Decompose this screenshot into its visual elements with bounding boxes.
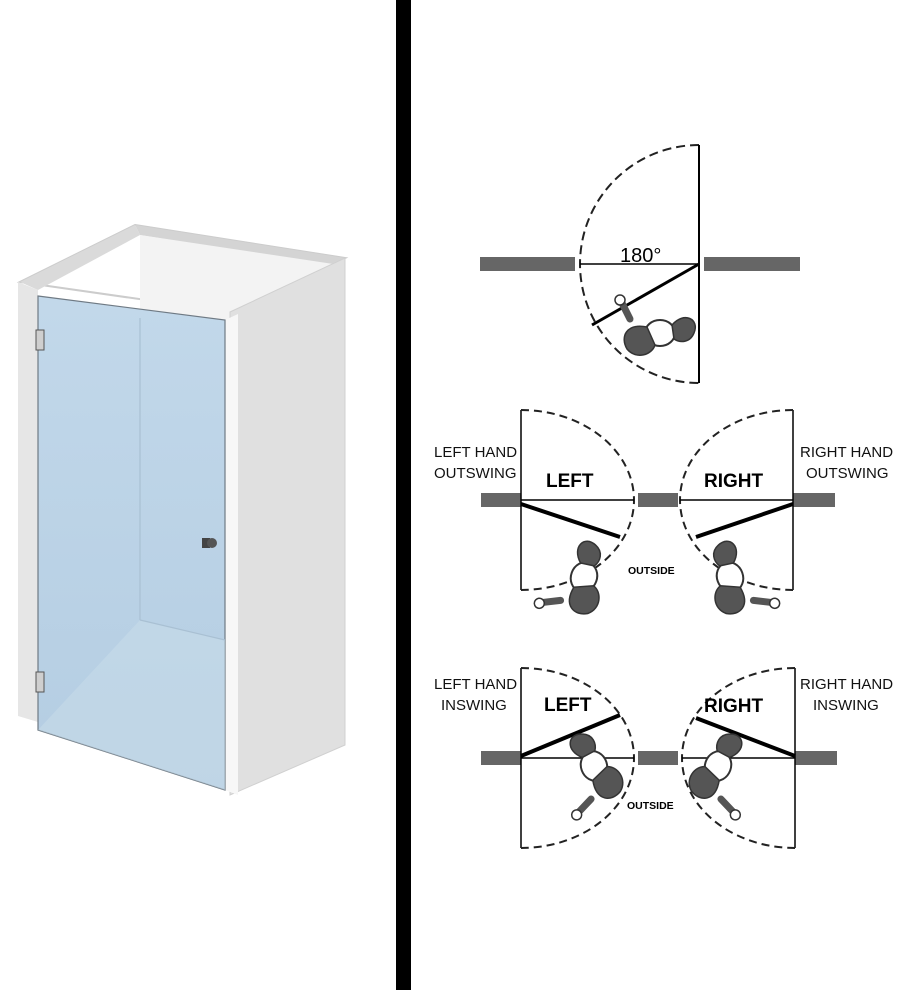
left-outswing-person-icon [533,531,617,627]
left-pillar [18,282,38,722]
bottom-hinge-icon [35,671,45,693]
diagram-180-degree: 180° [480,144,800,384]
top-hinge-icon [35,329,45,351]
panel-divider [396,0,411,990]
wall-right [704,257,800,271]
right-pillar [225,314,238,795]
angle-label: 180° [620,245,661,267]
outswing-wall-center [638,493,678,507]
left-outswing-word: LEFT [546,471,594,492]
left-inswing-word: LEFT [544,695,592,716]
door-knob-icon [202,538,217,548]
inswing-wall-right [795,751,837,765]
right-outswing-person-icon [697,531,781,627]
outswing-wall-left [481,493,521,507]
right-inswing-word: RIGHT [704,696,764,717]
right-outswing-caption-1: RIGHT HAND [800,444,893,461]
right-outswing-caption-2: OUTSWING [806,465,889,482]
shower-enclosure-illustration [16,223,349,796]
left-inswing-caption-2: INSWING [441,697,507,714]
wall-left [480,257,575,271]
inswing-wall-center [638,751,678,765]
right-inswing-door [695,716,796,758]
open-door-line [591,262,700,327]
left-outswing-caption-2: OUTSWING [434,465,517,482]
shower-floor [38,620,225,790]
right-inswing-caption-1: RIGHT HAND [800,676,893,693]
outswing-outside-label: OUTSIDE [628,565,675,577]
left-outswing-caption-1: LEFT HAND [434,444,517,461]
left-outswing-door [520,502,621,539]
right-inswing-caption-2: INSWING [813,697,879,714]
inswing-wall-left [481,751,521,765]
left-inswing-caption-1: LEFT HAND [434,676,517,693]
back-wall-rim [135,225,345,268]
right-side-wall [229,257,346,796]
outswing-wall-right [793,493,835,507]
interior-floor-line [139,619,226,641]
outswing-diagram: LEFT HAND OUTSWING RIGHT HAND OUTSWING L… [434,409,893,627]
right-outswing-word: RIGHT [704,471,764,492]
inswing-outside-label: OUTSIDE [627,800,674,812]
right-outswing-door [695,502,794,539]
inswing-diagram: LEFT HAND INSWING RIGHT HAND INSWING LEF… [434,667,893,849]
left-inswing-door [520,713,621,758]
left-wall-rim [20,225,140,290]
